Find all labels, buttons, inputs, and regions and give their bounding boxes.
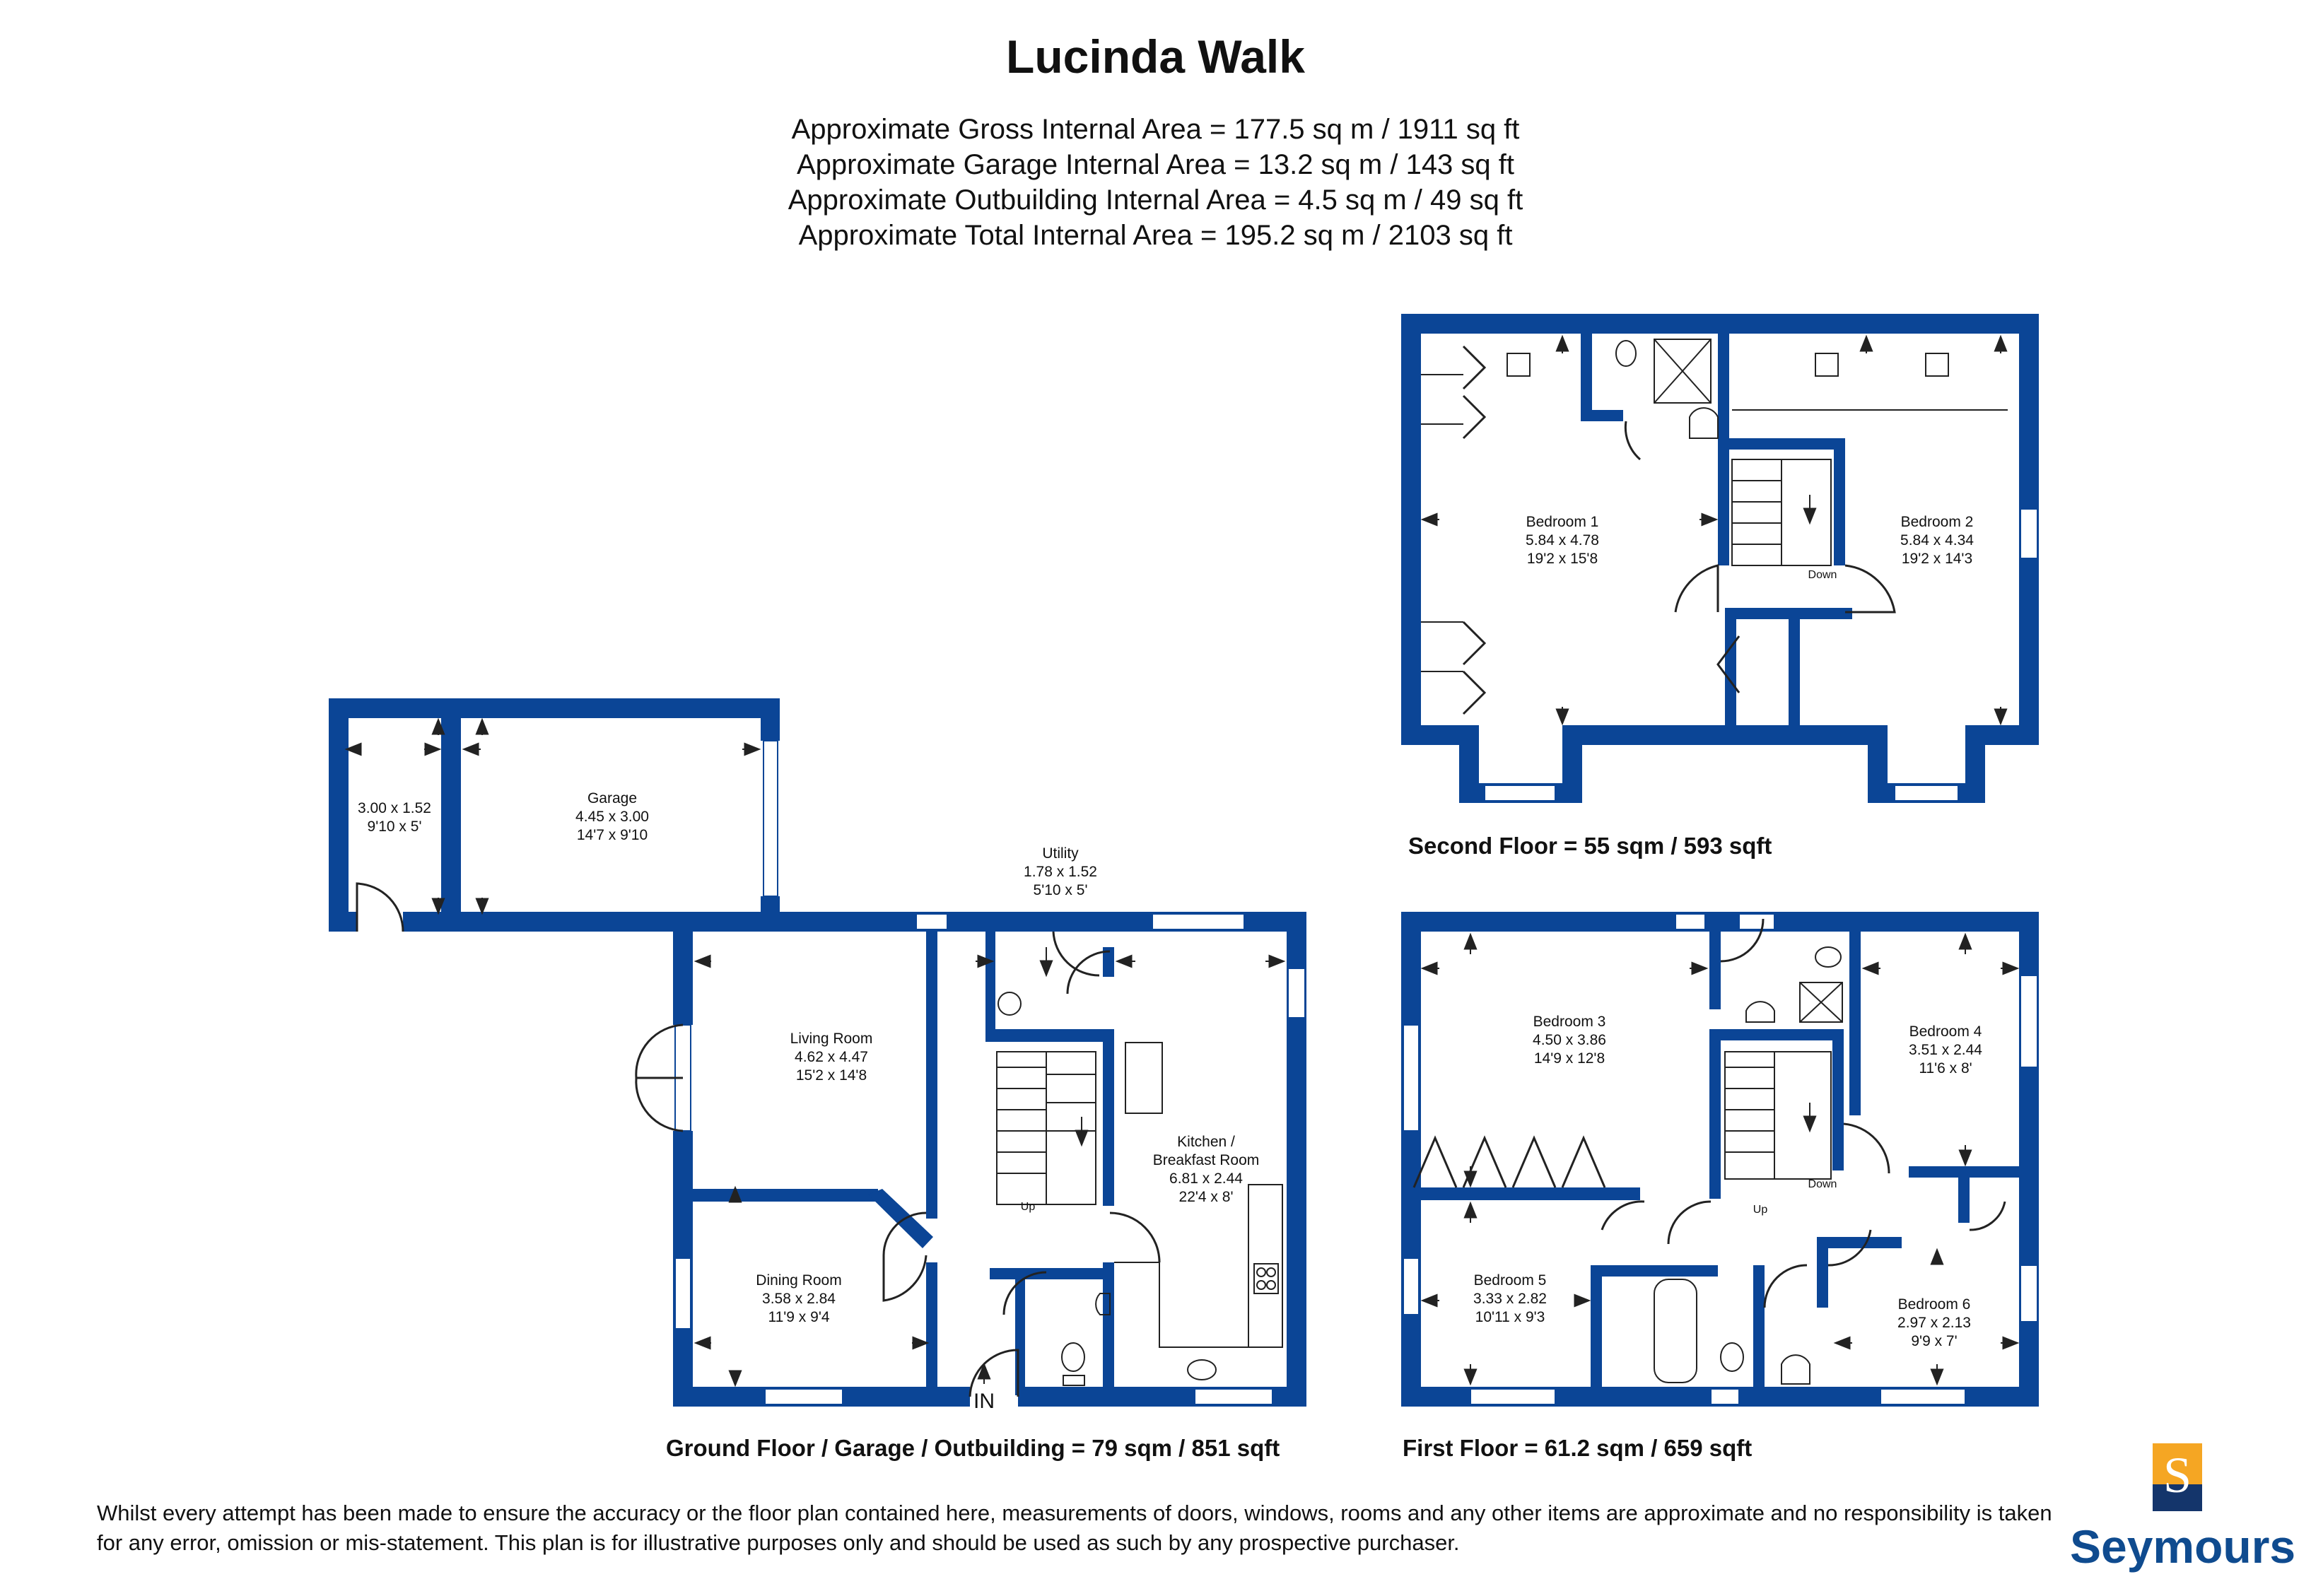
disclaimer-text: Whilst every attempt has been made to en… [97, 1501, 2052, 1555]
logo-badge-icon: S [2153, 1443, 2202, 1511]
bedroom-3-dim-m: 4.50 x 3.86 [1533, 1032, 1606, 1048]
living-room-dim-ft: 15'2 x 14'8 [796, 1067, 867, 1084]
total-area: Approximate Total Internal Area = 195.2 … [798, 220, 1513, 251]
garage-dim-m: 4.45 x 3.00 [575, 809, 649, 825]
utility-name: Utility [1042, 845, 1079, 862]
bedroom-2-dim-m: 5.84 x 4.34 [1900, 532, 1974, 548]
bedroom-2-name: Bedroom 2 [1901, 514, 1974, 530]
bedroom-5-dim-m: 3.33 x 2.82 [1473, 1291, 1547, 1307]
first-stairs-up-label: Up [1753, 1204, 1768, 1216]
bedroom-6-dim-m: 2.97 x 2.13 [1897, 1315, 1971, 1331]
bedroom-1-dim-ft: 19'2 x 15'8 [1527, 551, 1598, 567]
area-summary: Approximate Gross Internal Area = 177.5 … [0, 112, 2311, 253]
bedroom-6-name: Bedroom 6 [1898, 1296, 1971, 1313]
bedroom-5-name: Bedroom 5 [1474, 1272, 1547, 1289]
bedroom-4-dim-m: 3.51 x 2.44 [1909, 1042, 1982, 1058]
bedroom-4-dim-ft: 11'6 x 8' [1919, 1060, 1972, 1076]
ground-floor-label: Ground Floor / Garage / Outbuilding = 79… [666, 1435, 1280, 1461]
dining-room-dim-ft: 11'9 x 9'4 [768, 1309, 829, 1325]
seymours-logo: S Seymours [2070, 1443, 2296, 1578]
bedroom-4-name: Bedroom 4 [1909, 1023, 1982, 1040]
entrance-label: IN [973, 1390, 995, 1413]
kitchen-name-line2: Breakfast Room [1153, 1152, 1260, 1168]
bedroom-1-dim-m: 5.84 x 4.78 [1526, 532, 1599, 548]
garage-area: Approximate Garage Internal Area = 13.2 … [796, 149, 1515, 180]
second-floor-label: Second Floor = 55 sqm / 593 sqft [1408, 833, 1772, 859]
living-room-name: Living Room [790, 1031, 873, 1047]
bedroom-3-name: Bedroom 3 [1533, 1014, 1606, 1030]
kitchen-dim-ft: 22'4 x 8' [1179, 1189, 1234, 1205]
second-floor-plan [1401, 314, 2039, 803]
bedroom-1-name: Bedroom 1 [1526, 514, 1599, 530]
outbuilding-area: Approximate Outbuilding Internal Area = … [788, 184, 1523, 216]
dining-room-dim-m: 3.58 x 2.84 [762, 1291, 836, 1307]
living-room-dim-m: 4.62 x 4.47 [795, 1049, 868, 1065]
kitchen-name-line1: Kitchen / [1177, 1134, 1235, 1150]
logo-letter: S [2163, 1447, 2192, 1503]
plan-title: Lucinda Walk [1006, 30, 1305, 83]
first-floor-label: First Floor = 61.2 sqm / 659 sqft [1403, 1435, 1753, 1461]
bedroom-2-dim-ft: 19'2 x 14'3 [1902, 551, 1972, 567]
kitchen-dim-m: 6.81 x 2.44 [1169, 1170, 1243, 1187]
bedroom-5-dim-ft: 10'11 x 9'3 [1475, 1309, 1545, 1325]
ground-stairs-up-label: Up [1021, 1201, 1036, 1213]
gross-area: Approximate Gross Internal Area = 177.5 … [791, 114, 1520, 145]
utility-dim-ft: 5'10 x 5' [1034, 882, 1088, 898]
garage-name: Garage [587, 790, 637, 806]
outbuilding-dim-m: 3.00 x 1.52 [358, 800, 431, 816]
first-floor-plan [1401, 912, 2039, 1407]
logo-name: Seymours [2070, 1520, 2296, 1573]
utility-dim-m: 1.78 x 1.52 [1024, 864, 1097, 880]
outbuilding-dim-ft: 9'10 x 5' [368, 818, 422, 835]
bedroom-6-dim-ft: 9'9 x 7' [1911, 1333, 1957, 1349]
first-stairs-down-label: Down [1808, 1178, 1837, 1190]
bedroom-3-dim-ft: 14'9 x 12'8 [1534, 1050, 1605, 1067]
dining-room-name: Dining Room [756, 1272, 841, 1289]
garage-dim-ft: 14'7 x 9'10 [577, 827, 648, 843]
ground-floor-plan [329, 698, 1306, 1407]
second-stairs-down-label: Down [1808, 569, 1837, 581]
